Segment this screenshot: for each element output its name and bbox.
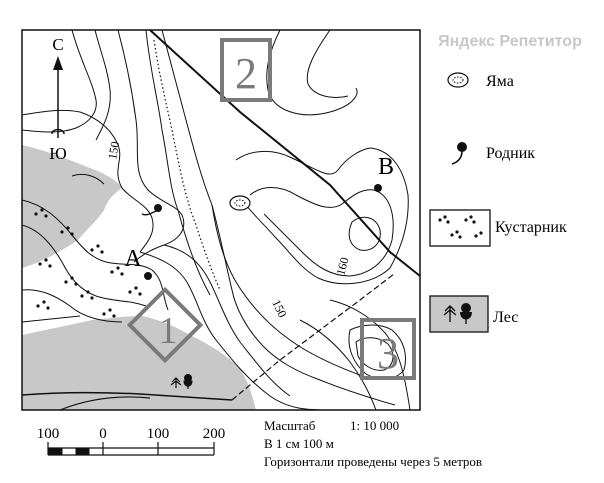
map-area (22, 30, 420, 410)
legend-shrub-label: Кустарник (495, 219, 567, 236)
legend: Яма Родник Кустарник Лес (429, 72, 567, 333)
legend-spring-label: Родник (486, 145, 535, 162)
contour-label-160: 160 (333, 256, 351, 277)
scale-tick-minus-100: 100 (37, 426, 60, 442)
scale-bar (47, 442, 215, 456)
contour-lines (22, 30, 411, 410)
forest-area-upper (22, 145, 122, 268)
scale-value: 1: 10 000 (350, 418, 399, 433)
point-a-label: А (124, 246, 142, 272)
trail-diagonal (149, 30, 420, 277)
trail-dotted (231, 273, 395, 401)
point-b-dot (374, 184, 382, 192)
forest-symbol-on-map (170, 374, 193, 389)
map-frame (21, 29, 421, 411)
square-3-label: 3 (377, 329, 399, 378)
legend-forest-label: Лес (493, 309, 518, 326)
shrub-symbols (34, 208, 142, 318)
legend-spring-icon (451, 142, 467, 165)
spring-marker (141, 204, 162, 216)
scale-tick-100: 100 (147, 426, 170, 442)
square-2-label: 2 (235, 49, 257, 98)
scale-label: Масштаб (264, 418, 316, 433)
compass-south-label: Ю (49, 144, 66, 163)
forest-area-lower (22, 316, 256, 410)
legend-pit-icon (447, 72, 469, 88)
watermark: Яндекс Репетитор (438, 33, 582, 50)
scale-tick-0: 0 (99, 426, 107, 442)
square-1-label: 1 (159, 310, 178, 352)
trail-lower (22, 391, 233, 401)
square-2 (220, 38, 272, 102)
legend-pit-label: Яма (486, 73, 514, 90)
pit-marker (229, 195, 251, 211)
trail-upper-left (59, 396, 151, 410)
scale-cm-text: В 1 см 100 м (264, 436, 334, 451)
point-b-label: В (378, 154, 394, 180)
stream-bank-left (145, 30, 211, 296)
contour-interval-text: Горизонтали проведены через 5 метров (264, 454, 482, 469)
scale-tick-200: 200 (203, 426, 226, 442)
legend-shrub-icon (429, 209, 491, 247)
stream-fill (153, 39, 221, 291)
legend-forest-icon (429, 295, 489, 333)
contour-label-150-upper: 150 (105, 140, 122, 160)
square-1 (126, 286, 204, 364)
contour-label-150-lower: 150 (269, 297, 289, 319)
point-a-dot (144, 272, 152, 280)
stream-bank-right (161, 30, 233, 291)
square-3 (360, 318, 416, 380)
compass (51, 56, 65, 138)
compass-north-label: С (52, 35, 63, 54)
